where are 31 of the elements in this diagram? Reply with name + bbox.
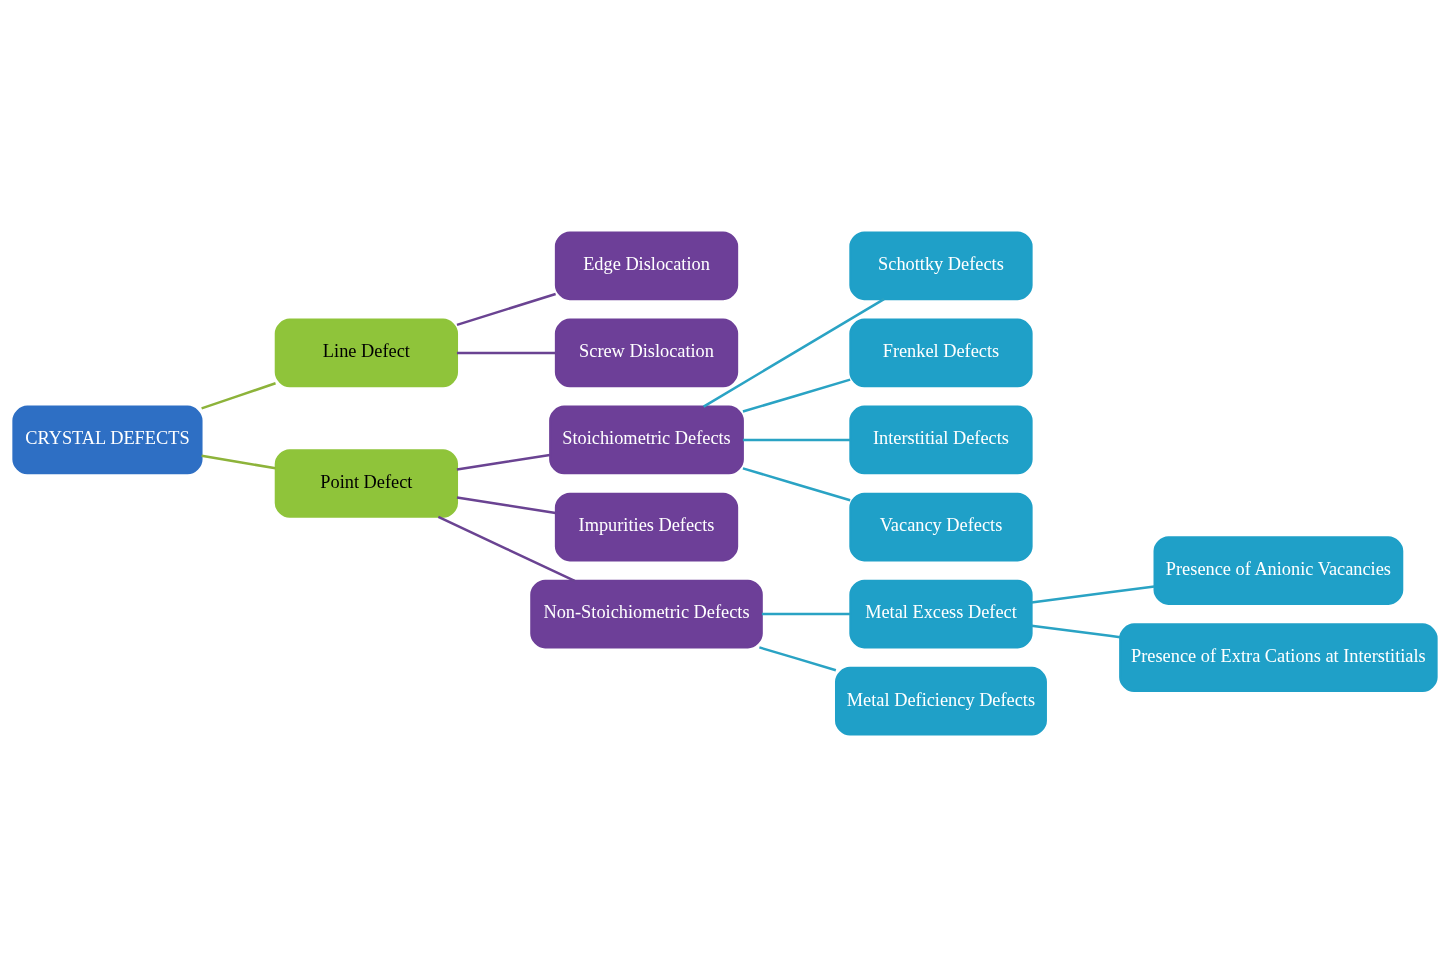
connector xyxy=(759,646,837,672)
node-box: Edge Dislocation xyxy=(554,231,739,301)
node-box: Frenkel Defects xyxy=(849,318,1033,388)
node-box: Schottky Defects xyxy=(849,231,1033,301)
node-box: Interstitial Defects xyxy=(849,405,1033,475)
node-box: Line Defect xyxy=(274,318,459,388)
node-box: CRYSTAL DEFECTS xyxy=(12,405,203,475)
connector xyxy=(1031,624,1121,639)
connector xyxy=(742,467,851,502)
connector xyxy=(456,292,556,327)
node-box: Presence of Extra Cations at Interstitials xyxy=(1119,623,1438,693)
node-box: Stoichiometric Defects xyxy=(549,405,744,475)
connector xyxy=(742,438,851,442)
connector xyxy=(201,454,276,470)
connector xyxy=(456,453,551,471)
node-box: Metal Excess Defect xyxy=(849,579,1033,649)
node-box: Screw Dislocation xyxy=(554,318,739,388)
connector xyxy=(437,515,576,583)
connector xyxy=(761,612,851,616)
connector xyxy=(703,298,885,408)
node-box: Vacancy Defects xyxy=(849,492,1033,562)
node-box: Impurities Defects xyxy=(554,492,739,562)
node-box: Presence of Anionic Vacancies xyxy=(1153,536,1404,605)
connector xyxy=(742,378,851,413)
node-box: Metal Deficiency Defects xyxy=(835,666,1047,736)
connector xyxy=(201,382,276,410)
connector xyxy=(456,351,556,355)
node-box: Non-Stoichiometric Defects xyxy=(530,579,763,649)
connector xyxy=(456,496,556,515)
node-box: Point Defect xyxy=(274,449,459,518)
connector xyxy=(1031,585,1155,604)
